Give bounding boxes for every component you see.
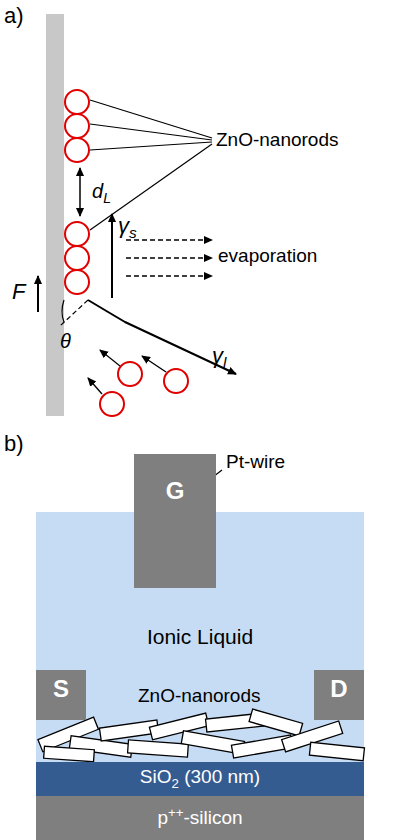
gate-electrode: G [134, 454, 216, 588]
angle-line [60, 300, 88, 326]
gap-arrow [79, 168, 81, 216]
force-symbol: F [12, 280, 25, 304]
node-label: SiO2 (300 nm) [140, 767, 260, 791]
node-label: S [53, 676, 69, 702]
ionic-liquid-region: Ionic LiquidS D [36, 512, 364, 762]
node-label: G [166, 478, 185, 504]
part-name: ZnO-nanorods [138, 686, 261, 707]
flow-arrows [88, 350, 166, 394]
leader-lines [90, 100, 212, 230]
node-label: D [330, 676, 347, 702]
node-label: Ionic Liquid [147, 625, 253, 648]
liquid-tension-arrow [88, 300, 236, 374]
panel-letter: b) [4, 432, 24, 456]
drain-electrode: D [314, 670, 364, 720]
oxide-layer: SiO2 (300 nm) [36, 762, 364, 796]
part-name: Pt-wire [226, 452, 285, 473]
dimension-label: dL [92, 180, 111, 206]
nanorod-circles [65, 90, 188, 416]
evaporation-arrows [126, 240, 212, 276]
substrate-wall [46, 14, 64, 416]
source-electrode: S [36, 670, 86, 720]
silicon-substrate: p++-silicon [36, 796, 364, 840]
panel-letter: a) [4, 4, 24, 28]
tension-symbol: γs [118, 214, 137, 242]
angle-arc [62, 300, 64, 322]
tension-symbol: γl [212, 344, 226, 372]
surface-tension-arrow [111, 214, 113, 298]
force-arrow [37, 276, 39, 312]
node-label: p++-silicon [157, 806, 242, 829]
angle-symbol: θ [60, 330, 71, 352]
part-name: ZnO-nanorods [216, 130, 339, 151]
process-label: evaporation [218, 246, 317, 267]
